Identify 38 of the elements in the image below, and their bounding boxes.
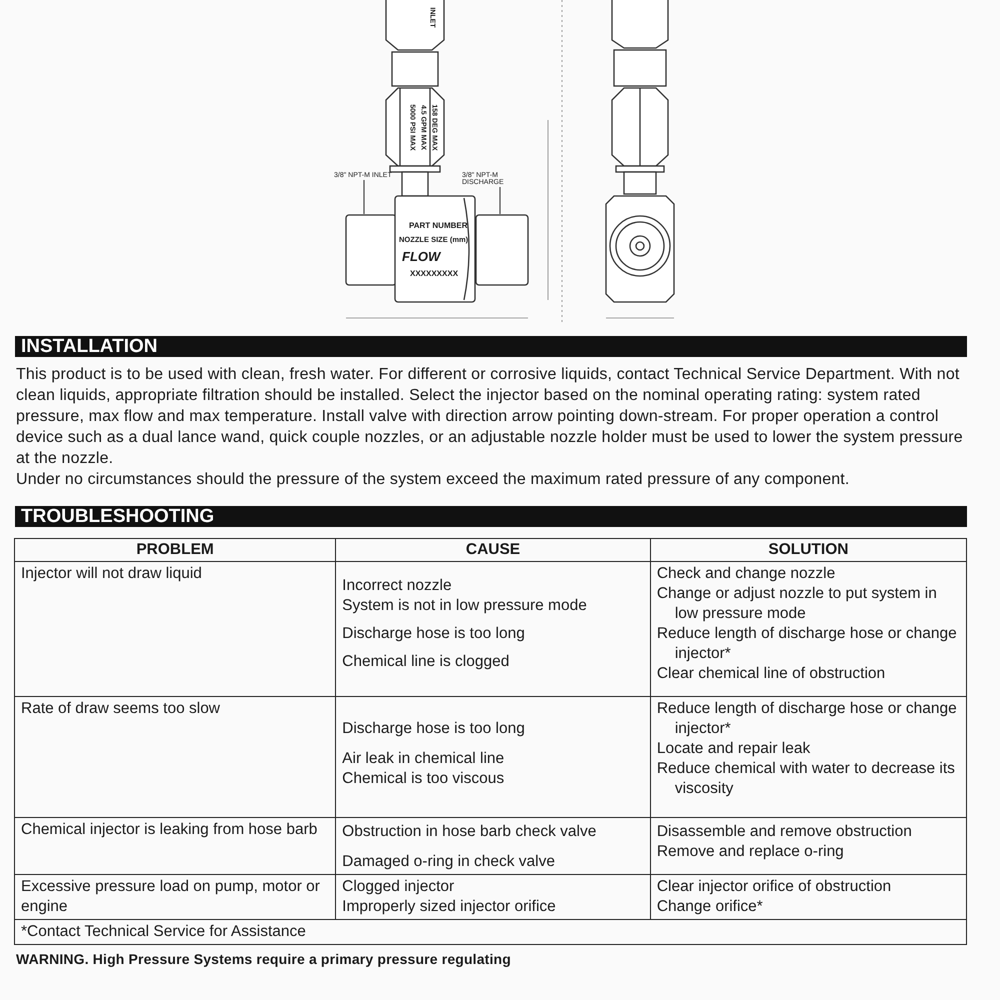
table-text: Rate of draw seems too slow xyxy=(21,699,222,719)
table-text: Chemical line is clogged xyxy=(342,652,510,672)
table-text: Clogged injector xyxy=(342,877,456,897)
column-header: PROBLEM xyxy=(135,540,215,560)
footnote: *Contact Technical Service for Assistance xyxy=(21,922,307,942)
table-text: Disassemble and remove obstruction xyxy=(656,822,913,842)
table-text: Chemical injector is leaking from hose barb xyxy=(21,820,318,840)
part-label: PART NUMBER xyxy=(409,222,468,230)
table-text: Improperly sized injector orifice xyxy=(342,897,557,917)
section-heading: INSTALLATION xyxy=(15,336,967,357)
table-text: Damaged o-ring in check valve xyxy=(342,852,556,872)
table-text: Incorrect nozzle xyxy=(342,576,453,596)
column-header: CAUSE xyxy=(464,540,522,560)
table-text: Air leak in chemical line xyxy=(342,749,506,769)
table-text: Clear injector orifice of obstruction xyxy=(656,877,892,897)
table-text: Remove and replace o-ring xyxy=(656,842,845,862)
section-heading: TROUBLESHOOTING xyxy=(15,506,967,527)
table-text: System is not in low pressure mode xyxy=(342,596,588,616)
table-text: Discharge hose is too long xyxy=(342,719,526,739)
paragraph: Under no circumstances should the pressure of the system exceed the maximum rated pressure of any component. xyxy=(16,470,850,490)
table-text: Reduce chemical with water to decrease its viscosity xyxy=(656,759,956,799)
table-text: Change or adjust nozzle to put system in low pressure mode xyxy=(656,584,938,624)
table-text: Injector will not draw liquid xyxy=(21,564,203,584)
table-text: Change orifice* xyxy=(656,897,764,917)
table-text: Chemical is too viscous xyxy=(342,769,506,789)
paragraph: This product is to be used with clean, fresh water. For different or corrosive liquids, contact Technical Service Department. With not clean liquids, appropriate filtration should be installed. Select the injector based on the nominal operating rating: system rated pressure, max flow and max temperature. Install valve with direction arrow pointing down-stream. For proper operation a control device such as a dual lance wand, quick couple nozzles, or an adjustable nozzle holder must be used to lower the system pressure at the nozzle. xyxy=(16,365,964,469)
column-header: SOLUTION xyxy=(767,540,850,560)
table-text: Reduce length of discharge hose or change injector* xyxy=(656,624,958,664)
table-text: Obstruction in hose barb check valve xyxy=(342,822,598,842)
table-text: Check and change nozzle xyxy=(656,564,836,584)
table-text: Discharge hose is too long xyxy=(342,624,526,644)
table-text: Excessive pressure load on pump, motor or engine xyxy=(21,877,321,917)
flow-label: FLOW xyxy=(402,250,440,263)
table-text: Clear chemical line of obstruction xyxy=(656,664,886,684)
part-label: XXXXXXXXX xyxy=(410,270,458,278)
table-text: Locate and repair leak xyxy=(656,739,812,759)
warning-text: WARNING. High Pressure Systems require a primary pressure regulating xyxy=(16,951,511,967)
table-text: Reduce length of discharge hose or change injector* xyxy=(656,699,958,739)
